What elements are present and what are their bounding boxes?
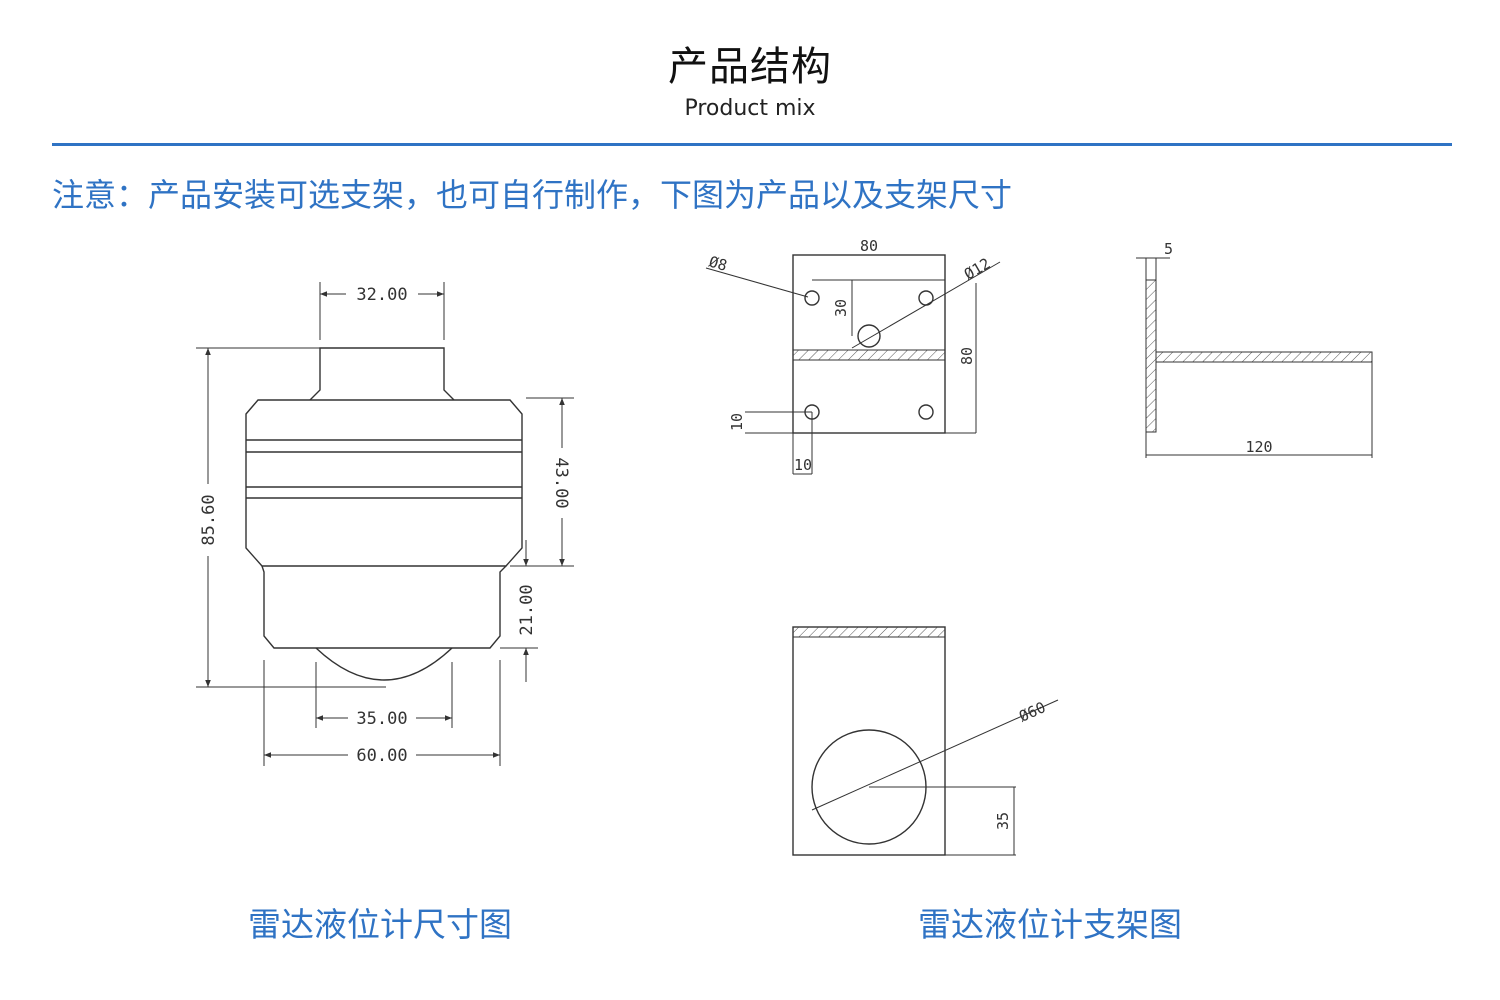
dim-body-height: 43.00: [551, 457, 571, 508]
install-note: 注意：产品安装可选支架，也可自行制作，下图为产品以及支架尺寸: [52, 176, 1013, 214]
dim-lens-width: 35.00: [356, 709, 407, 729]
bracket-mount-view: Ø60 35: [792, 626, 1059, 856]
dim-ring-offset: 35: [994, 812, 1012, 830]
sensor-dimension-drawing: 32.00 85.60 43.00 21.00 35.00: [196, 282, 574, 766]
bracket-side-view: 5 120: [1136, 240, 1373, 458]
dim-edge-x: 10: [728, 413, 746, 431]
bracket-drawing-caption: 雷达液位计支架图: [918, 905, 1182, 944]
dim-body-width: 60.00: [356, 746, 407, 766]
dim-front-height: 80: [958, 347, 976, 365]
dim-hole-small: Ø8: [707, 253, 729, 275]
page-title: 产品结构: [668, 44, 832, 90]
dim-total-height: 85.60: [199, 494, 219, 545]
page-subtitle: Product mix: [684, 96, 816, 121]
dim-top-width: 32.00: [356, 285, 407, 305]
dim-edge-y: 10: [794, 456, 812, 474]
dim-thickness: 5: [1164, 240, 1173, 258]
dim-lower-height: 21.00: [517, 584, 537, 635]
sensor-drawing-caption: 雷达液位计尺寸图: [248, 905, 512, 944]
header-divider: [52, 143, 1452, 146]
dim-ring-dia: Ø60: [1016, 698, 1048, 725]
dim-hole-offset-v: 30: [832, 299, 850, 317]
bracket-front-view: 80 Ø8 Ø12 30 80 10 10: [705, 237, 1001, 475]
dim-hole-large: Ø12: [961, 254, 993, 283]
dim-front-width: 80: [860, 237, 878, 255]
dim-arm-length: 120: [1245, 438, 1272, 456]
